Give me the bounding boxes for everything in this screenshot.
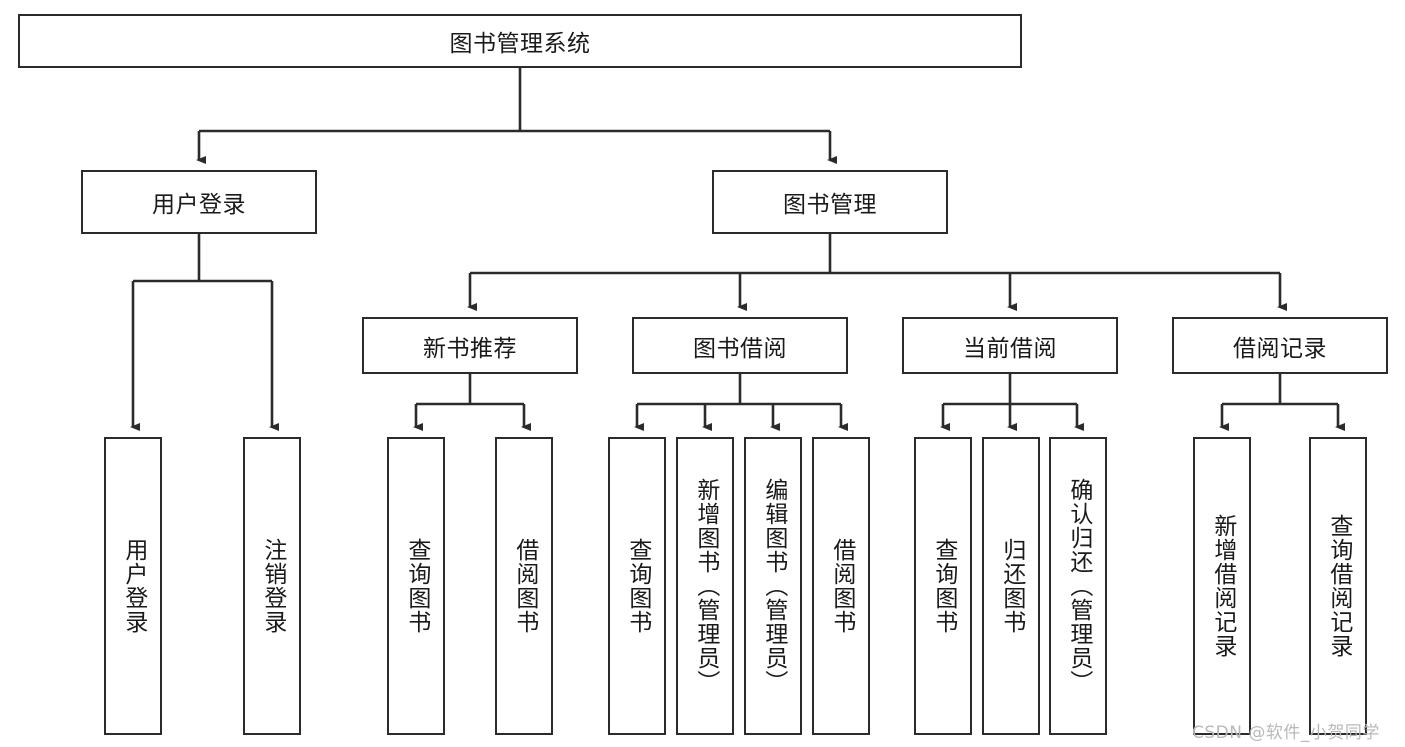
node-leaf-query-book-2-label: 查询图书 <box>624 538 651 634</box>
node-user-login-label: 用户登录 <box>152 192 246 218</box>
node-leaf-return-book-label: 归还图书 <box>998 538 1025 634</box>
node-leaf-logout[interactable]: 注销登录 <box>243 437 301 735</box>
node-leaf-query-book-1-label: 查询图书 <box>403 538 430 634</box>
node-leaf-edit-book[interactable]: 编辑图书（管理员） <box>744 437 802 735</box>
node-leaf-borrow-book-2-label: 借阅图书 <box>828 538 855 634</box>
node-leaf-borrow-book-2[interactable]: 借阅图书 <box>812 437 870 735</box>
node-leaf-borrow-book-1[interactable]: 借阅图书 <box>495 437 553 735</box>
node-leaf-user-login-label: 用户登录 <box>120 538 147 634</box>
node-book-borrow[interactable]: 图书借阅 <box>632 317 848 374</box>
node-leaf-query-book-1[interactable]: 查询图书 <box>387 437 445 735</box>
node-leaf-query-record-label: 查询借阅记录 <box>1325 514 1352 658</box>
node-new-book-recommend[interactable]: 新书推荐 <box>362 317 578 374</box>
node-new-book-recommend-label: 新书推荐 <box>423 335 517 362</box>
node-leaf-add-book-label: 新增图书（管理员） <box>692 478 719 694</box>
node-leaf-query-book-3[interactable]: 查询图书 <box>914 437 972 735</box>
node-book-borrow-label: 图书借阅 <box>693 335 787 362</box>
node-leaf-borrow-book-1-label: 借阅图书 <box>511 538 538 634</box>
watermark: CSDN @软件_小贺同学 <box>1192 723 1380 743</box>
node-book-manage[interactable]: 图书管理 <box>712 170 948 234</box>
node-leaf-logout-label: 注销登录 <box>259 538 286 634</box>
node-borrow-record[interactable]: 借阅记录 <box>1172 317 1388 374</box>
node-leaf-query-book-3-label: 查询图书 <box>930 538 957 634</box>
node-book-manage-label: 图书管理 <box>783 192 877 218</box>
node-leaf-query-record[interactable]: 查询借阅记录 <box>1309 437 1367 735</box>
node-current-borrow-label: 当前借阅 <box>963 335 1057 362</box>
node-root-label: 图书管理系统 <box>449 31 591 57</box>
node-root[interactable]: 图书管理系统 <box>18 14 1022 68</box>
node-leaf-return-book[interactable]: 归还图书 <box>982 437 1040 735</box>
node-leaf-user-login[interactable]: 用户登录 <box>104 437 162 735</box>
node-leaf-add-record-label: 新增借阅记录 <box>1209 514 1236 658</box>
node-borrow-record-label: 借阅记录 <box>1233 335 1327 362</box>
node-leaf-confirm-return[interactable]: 确认归还（管理员） <box>1049 437 1107 735</box>
node-current-borrow[interactable]: 当前借阅 <box>902 317 1118 374</box>
node-leaf-confirm-return-label: 确认归还（管理员） <box>1065 478 1092 694</box>
node-leaf-edit-book-label: 编辑图书（管理员） <box>760 478 787 694</box>
node-leaf-query-book-2[interactable]: 查询图书 <box>608 437 666 735</box>
node-leaf-add-record[interactable]: 新增借阅记录 <box>1193 437 1251 735</box>
node-leaf-add-book[interactable]: 新增图书（管理员） <box>676 437 734 735</box>
node-user-login[interactable]: 用户登录 <box>81 170 317 234</box>
